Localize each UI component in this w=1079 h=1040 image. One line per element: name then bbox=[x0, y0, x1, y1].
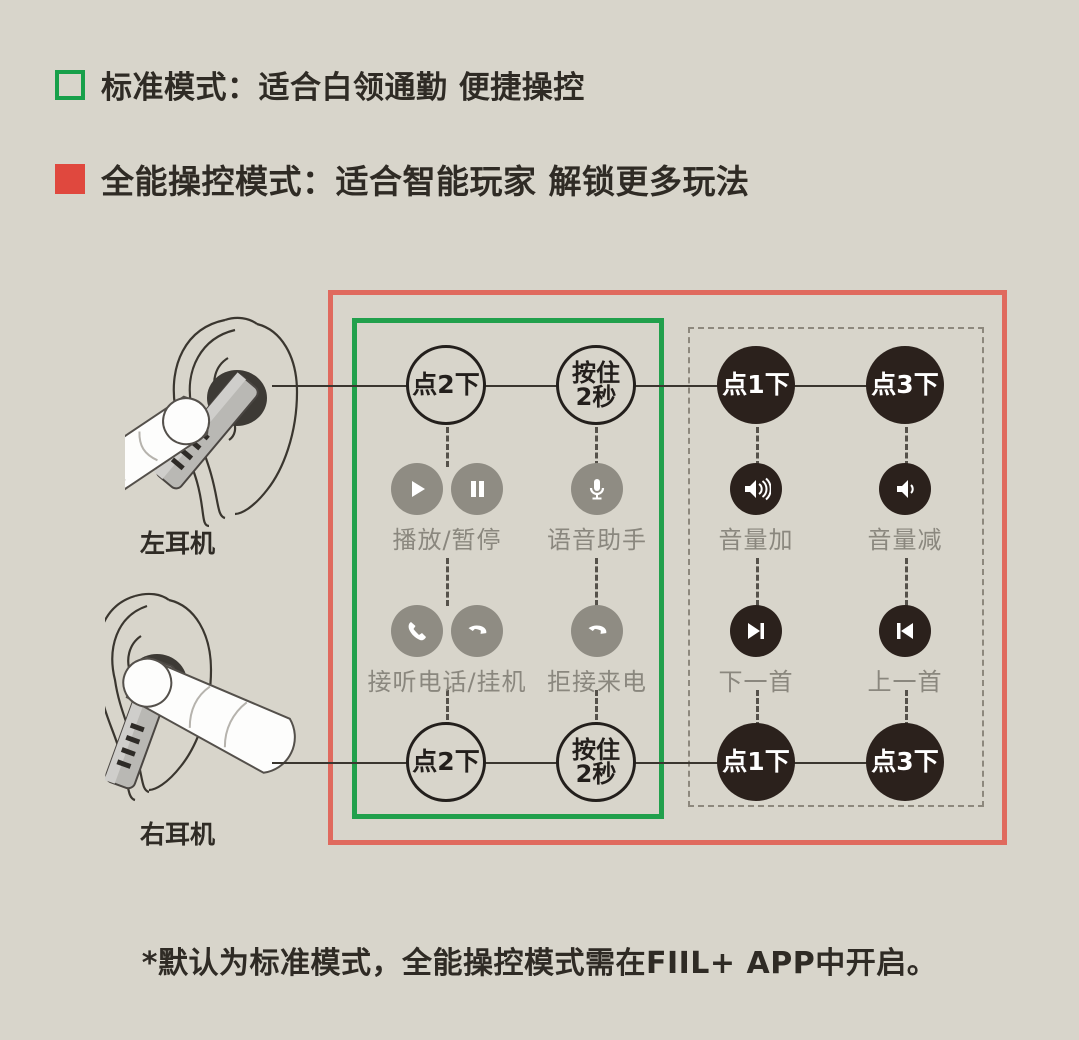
gesture-standard-top-hold2s[interactable]: 按住 2秒 bbox=[556, 345, 636, 425]
action-caption: 播放/暂停 bbox=[392, 526, 502, 554]
dash-connector-b3 bbox=[756, 558, 759, 606]
next-track-icons bbox=[730, 605, 782, 657]
action-volume-up: 音量加 bbox=[694, 463, 818, 555]
gesture-standard-top-tap2[interactable]: 点2下 bbox=[406, 345, 486, 425]
dash-connector-a1 bbox=[446, 427, 449, 467]
right-earphone-illustration bbox=[105, 592, 296, 802]
volume-up-icon[interactable] bbox=[730, 463, 782, 515]
action-reject-call: 拒接来电 bbox=[533, 605, 661, 697]
red-filled-square-icon bbox=[55, 164, 85, 194]
gesture-standard-bottom-tap2[interactable]: 点2下 bbox=[406, 722, 486, 802]
dash-connector-c1 bbox=[446, 690, 449, 728]
gesture-advanced-top-tap1[interactable]: 点1下 bbox=[717, 346, 795, 424]
action-next-track: 下一首 bbox=[694, 605, 818, 697]
volume-down-icon[interactable] bbox=[879, 463, 931, 515]
connector-bottom-2 bbox=[630, 762, 723, 764]
play-pause-icons bbox=[391, 463, 503, 515]
connector-top-3 bbox=[790, 385, 872, 387]
previous-track-icons bbox=[879, 605, 931, 657]
connector-top-2 bbox=[630, 385, 723, 387]
action-caption: 拒接来电 bbox=[547, 668, 647, 696]
dash-connector-c2 bbox=[595, 690, 598, 728]
connector-bottom-1 bbox=[480, 762, 562, 764]
left-earphone-illustration bbox=[125, 316, 299, 528]
dash-connector-b2 bbox=[595, 558, 598, 606]
gesture-standard-bottom-hold2s[interactable]: 按住 2秒 bbox=[556, 722, 636, 802]
phone-hangup-icon[interactable] bbox=[451, 605, 503, 657]
gesture-advanced-bottom-tap1[interactable]: 点1下 bbox=[717, 723, 795, 801]
gesture-advanced-bottom-tap3[interactable]: 点3下 bbox=[866, 723, 944, 801]
advanced-mode-boundary bbox=[328, 290, 1007, 845]
dash-connector-c3 bbox=[756, 690, 759, 728]
phone-answer-icon[interactable] bbox=[391, 605, 443, 657]
legend-standard-label: 标准模式：适合白领通勤 便捷操控 bbox=[101, 70, 585, 106]
green-hollow-square-icon bbox=[55, 69, 85, 100]
action-caption: 语音助手 bbox=[547, 526, 647, 554]
action-volume-down: 音量减 bbox=[843, 463, 967, 555]
action-caption: 下一首 bbox=[718, 668, 794, 696]
dash-connector-c4 bbox=[905, 690, 908, 728]
advanced-only-boundary bbox=[688, 327, 984, 807]
action-previous-track: 上一首 bbox=[843, 605, 967, 697]
legend-advanced-mode: 全能操控模式：适合智能玩家 解锁更多玩法 bbox=[55, 155, 750, 203]
volume-down-icons bbox=[879, 463, 931, 515]
pause-icon[interactable] bbox=[451, 463, 503, 515]
footnote: *默认为标准模式，全能操控模式需在FIIL+ APP中开启。 bbox=[141, 946, 938, 981]
connector-left-ear bbox=[272, 385, 412, 387]
microphone-icon[interactable] bbox=[571, 463, 623, 515]
dash-connector-a4 bbox=[905, 427, 908, 467]
play-icon[interactable] bbox=[391, 463, 443, 515]
gesture-advanced-top-tap3[interactable]: 点3下 bbox=[866, 346, 944, 424]
reject-call-icons bbox=[571, 605, 623, 657]
voice-assistant-icons bbox=[571, 463, 623, 515]
previous-track-icon[interactable] bbox=[879, 605, 931, 657]
connector-bottom-3 bbox=[790, 762, 872, 764]
action-caption: 接听电话/挂机 bbox=[367, 668, 527, 696]
action-play-pause: 播放/暂停 bbox=[383, 463, 511, 555]
answer-hangup-icons bbox=[391, 605, 503, 657]
connector-top-1 bbox=[480, 385, 562, 387]
action-answer-hangup: 接听电话/挂机 bbox=[358, 605, 536, 697]
next-track-icon[interactable] bbox=[730, 605, 782, 657]
dash-connector-b4 bbox=[905, 558, 908, 606]
left-earphone-label: 左耳机 bbox=[140, 529, 216, 558]
dash-connector-a2 bbox=[595, 427, 598, 467]
action-caption: 音量加 bbox=[718, 526, 794, 554]
legend-standard-mode: 标准模式：适合白领通勤 便捷操控 bbox=[55, 62, 585, 107]
action-caption: 上一首 bbox=[867, 668, 943, 696]
action-caption: 音量减 bbox=[867, 526, 943, 554]
action-voice-assistant: 语音助手 bbox=[533, 463, 661, 555]
dash-connector-b1 bbox=[446, 558, 449, 606]
standard-mode-boundary bbox=[352, 318, 664, 819]
phone-hangup-icon[interactable] bbox=[571, 605, 623, 657]
right-earphone-label: 右耳机 bbox=[140, 820, 216, 849]
connector-right-ear bbox=[272, 762, 412, 764]
legend-advanced-label: 全能操控模式：适合智能玩家 解锁更多玩法 bbox=[101, 162, 750, 201]
dash-connector-a3 bbox=[756, 427, 759, 467]
volume-up-icons bbox=[730, 463, 782, 515]
